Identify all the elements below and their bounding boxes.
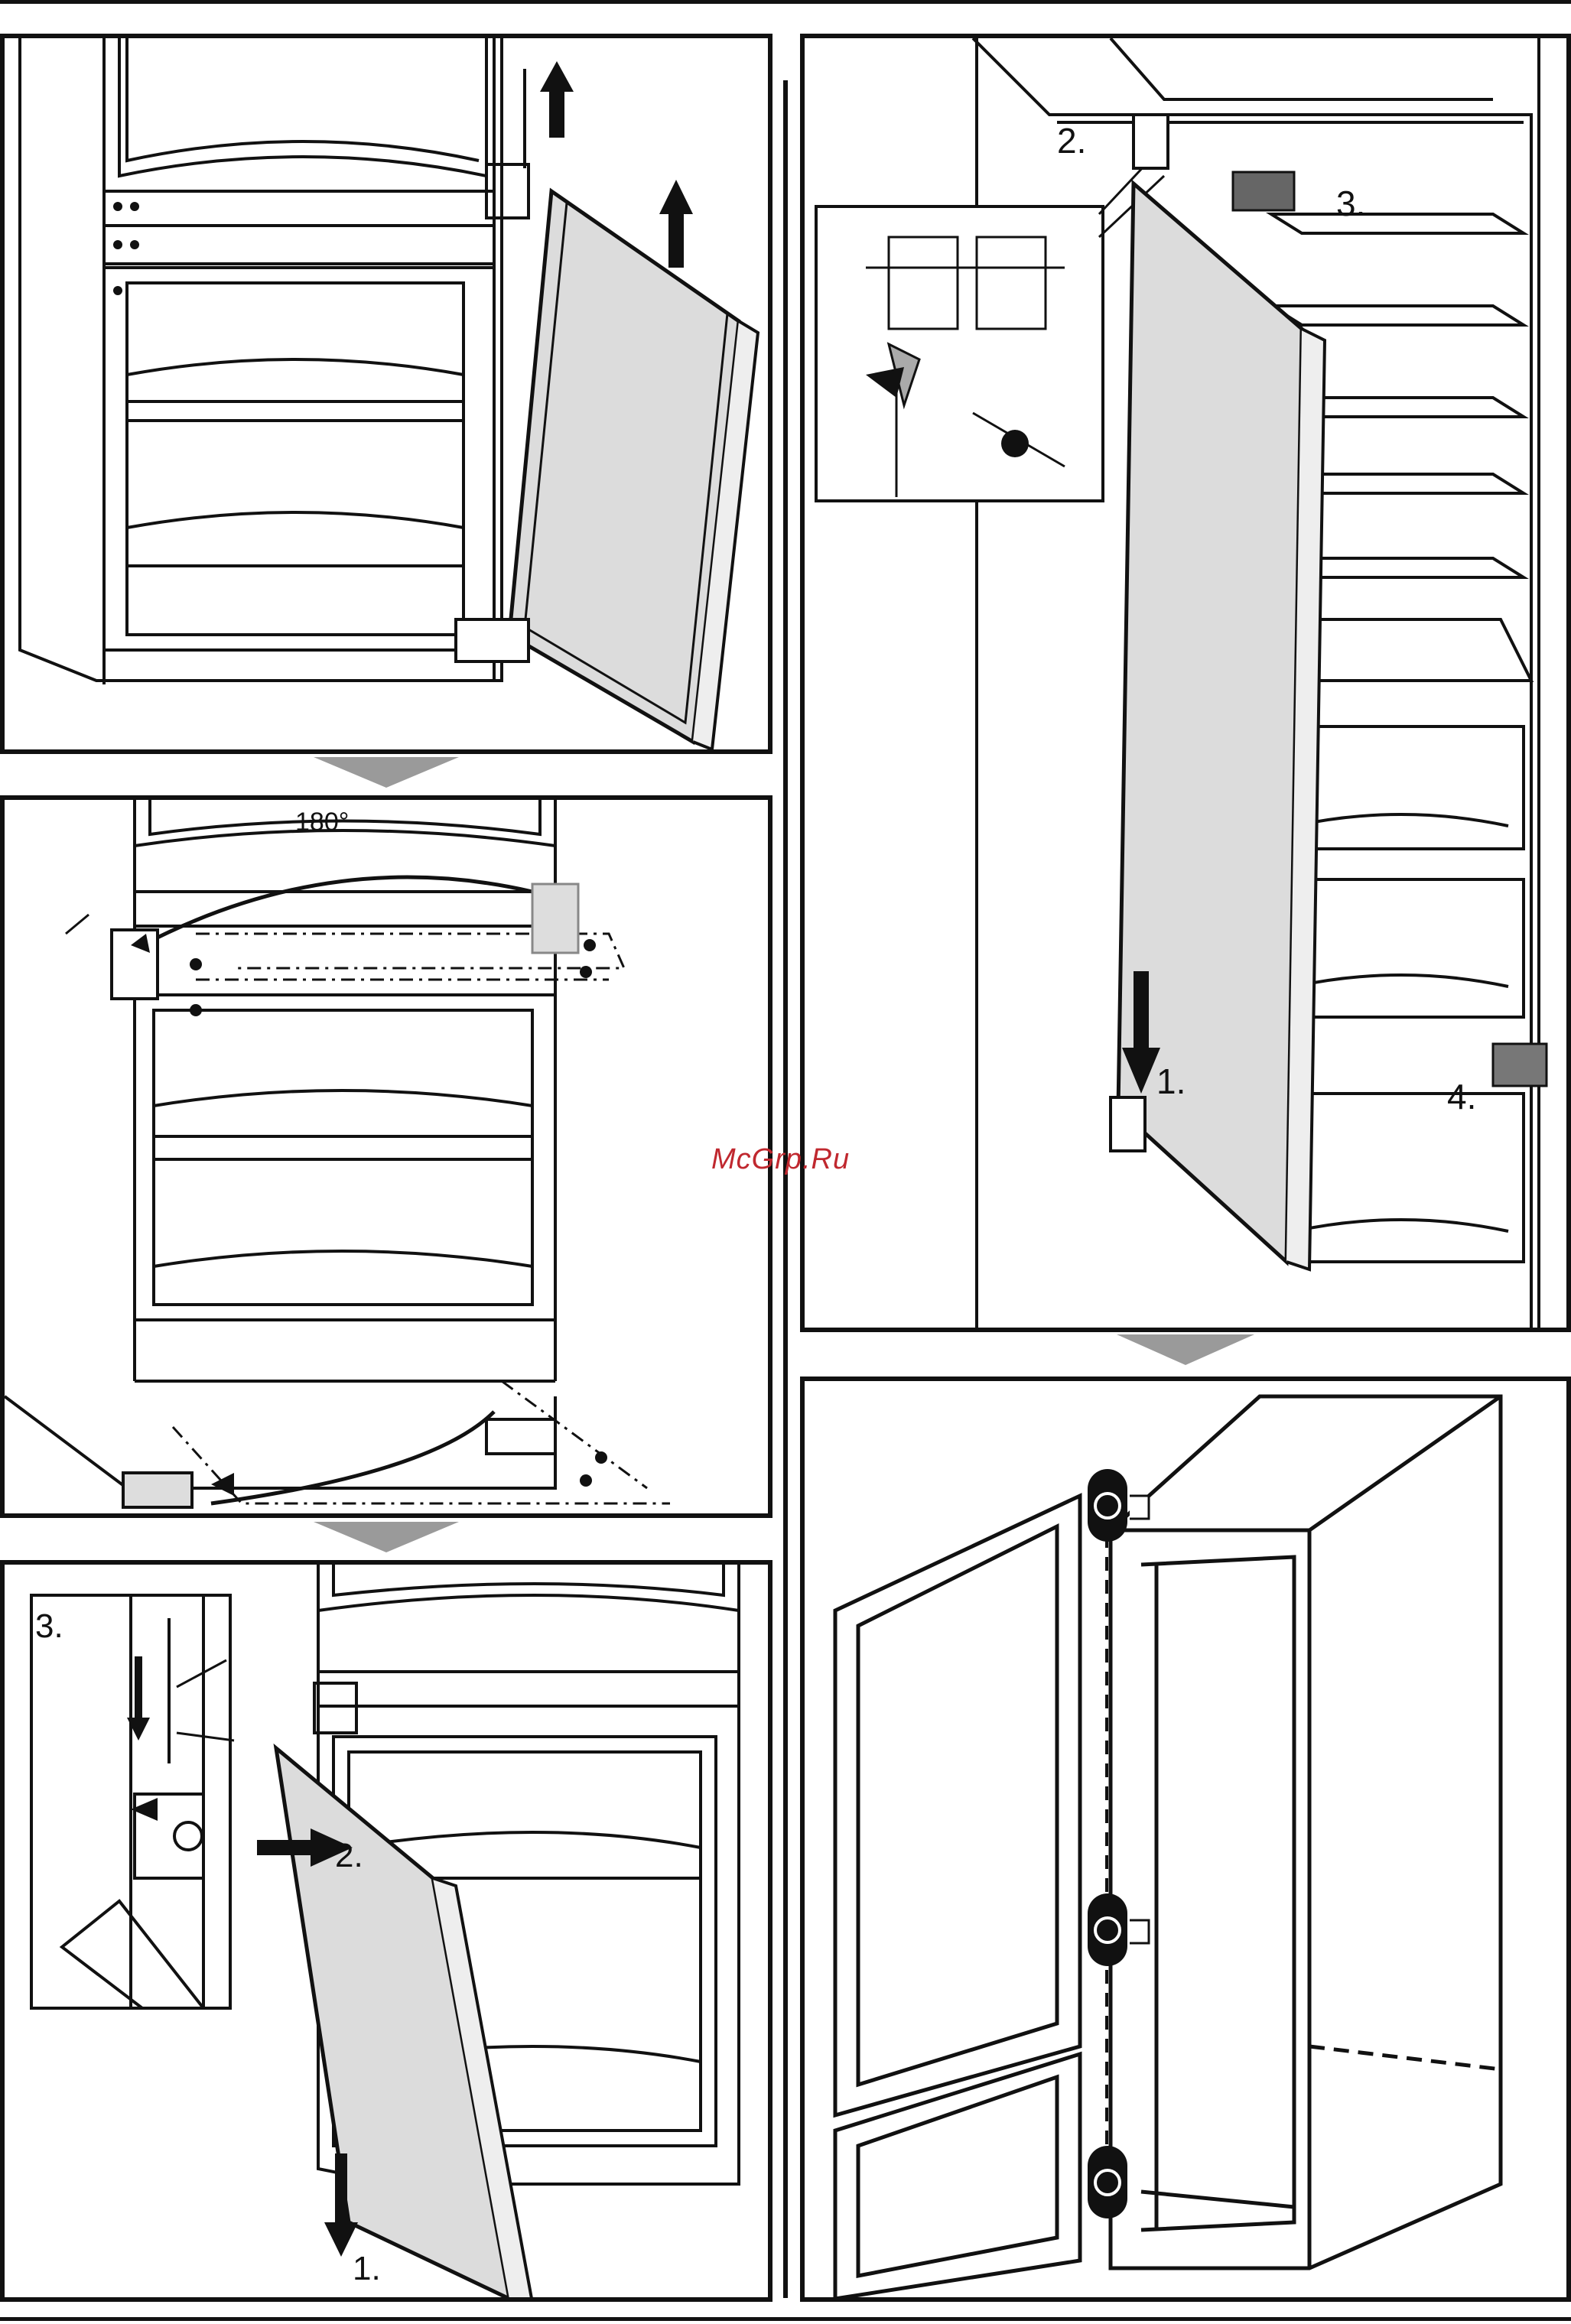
column-divider bbox=[783, 80, 788, 2298]
step-arrow-2 bbox=[314, 1522, 459, 1552]
panel-step-integrate-door: 2. 3. 1. 4. bbox=[800, 34, 1571, 1332]
panel-step-swap-hinges: 180° bbox=[0, 795, 772, 1518]
angle-label: 180° bbox=[295, 808, 349, 837]
illustration-mount-door: 3. 2. 1. bbox=[5, 1565, 772, 2302]
bottom-rule bbox=[0, 2317, 1571, 2321]
illustration-result-overview bbox=[805, 1381, 1571, 2302]
step-4-label: 4. bbox=[1447, 1077, 1476, 1116]
step-2-label: 2. bbox=[335, 1837, 363, 1874]
step-1-label: 1. bbox=[353, 2250, 381, 2287]
step-arrow-1 bbox=[314, 757, 459, 788]
step-arrow-3 bbox=[1117, 1334, 1254, 1365]
panel-result-overview bbox=[800, 1377, 1571, 2302]
illustration-integrate-door: 2. 3. 1. 4. bbox=[805, 38, 1571, 1332]
illustration-swap-hinges: 180° bbox=[5, 800, 772, 1518]
watermark: McGrp.Ru bbox=[711, 1143, 850, 1176]
step-2-label: 2. bbox=[1057, 121, 1086, 161]
step-1-label: 1. bbox=[1156, 1061, 1186, 1101]
top-rule bbox=[0, 0, 1571, 4]
panel-step-mount-door: 3. 2. 1. bbox=[0, 1560, 772, 2302]
step-3-label: 3. bbox=[1336, 184, 1365, 223]
inset-step-label: 3. bbox=[35, 1607, 63, 1645]
panel-step-remove-door bbox=[0, 34, 772, 754]
illustration-remove-door bbox=[5, 38, 772, 754]
